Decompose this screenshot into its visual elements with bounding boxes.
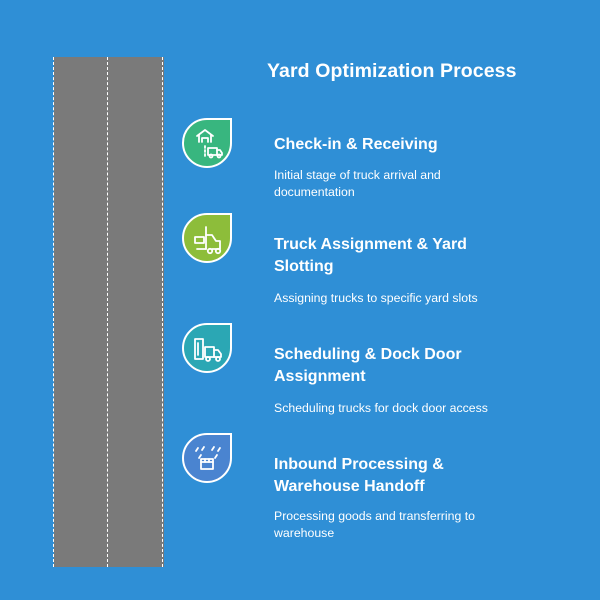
dock-truck-icon [182,323,232,373]
step-3-heading: Scheduling & Dock Door Assignment [274,346,462,385]
step-2-heading: Truck Assignment & Yard Slotting [274,236,467,275]
step-4-heading: Inbound Processing & Warehouse Handoff [274,456,444,495]
warehouse-truck-icon [182,118,232,168]
package-handling-icon [182,433,232,483]
road-center-dashed-line [107,57,108,567]
step-4-description: Processing goods and transferring to war… [274,509,475,540]
road-right-dashed-line [162,57,163,567]
step-1-heading: Check-in & Receiving [274,136,438,153]
step-2-description: Assigning trucks to specific yard slots [274,291,478,305]
diagram-title: Yard Optimization Process [267,60,517,82]
step-3-description: Scheduling trucks for dock door access [274,401,488,415]
road-left-dashed-line [53,57,54,567]
step-1-description: Initial stage of truck arrival and docum… [274,168,441,199]
forklift-icon [182,213,232,263]
road [53,57,164,567]
